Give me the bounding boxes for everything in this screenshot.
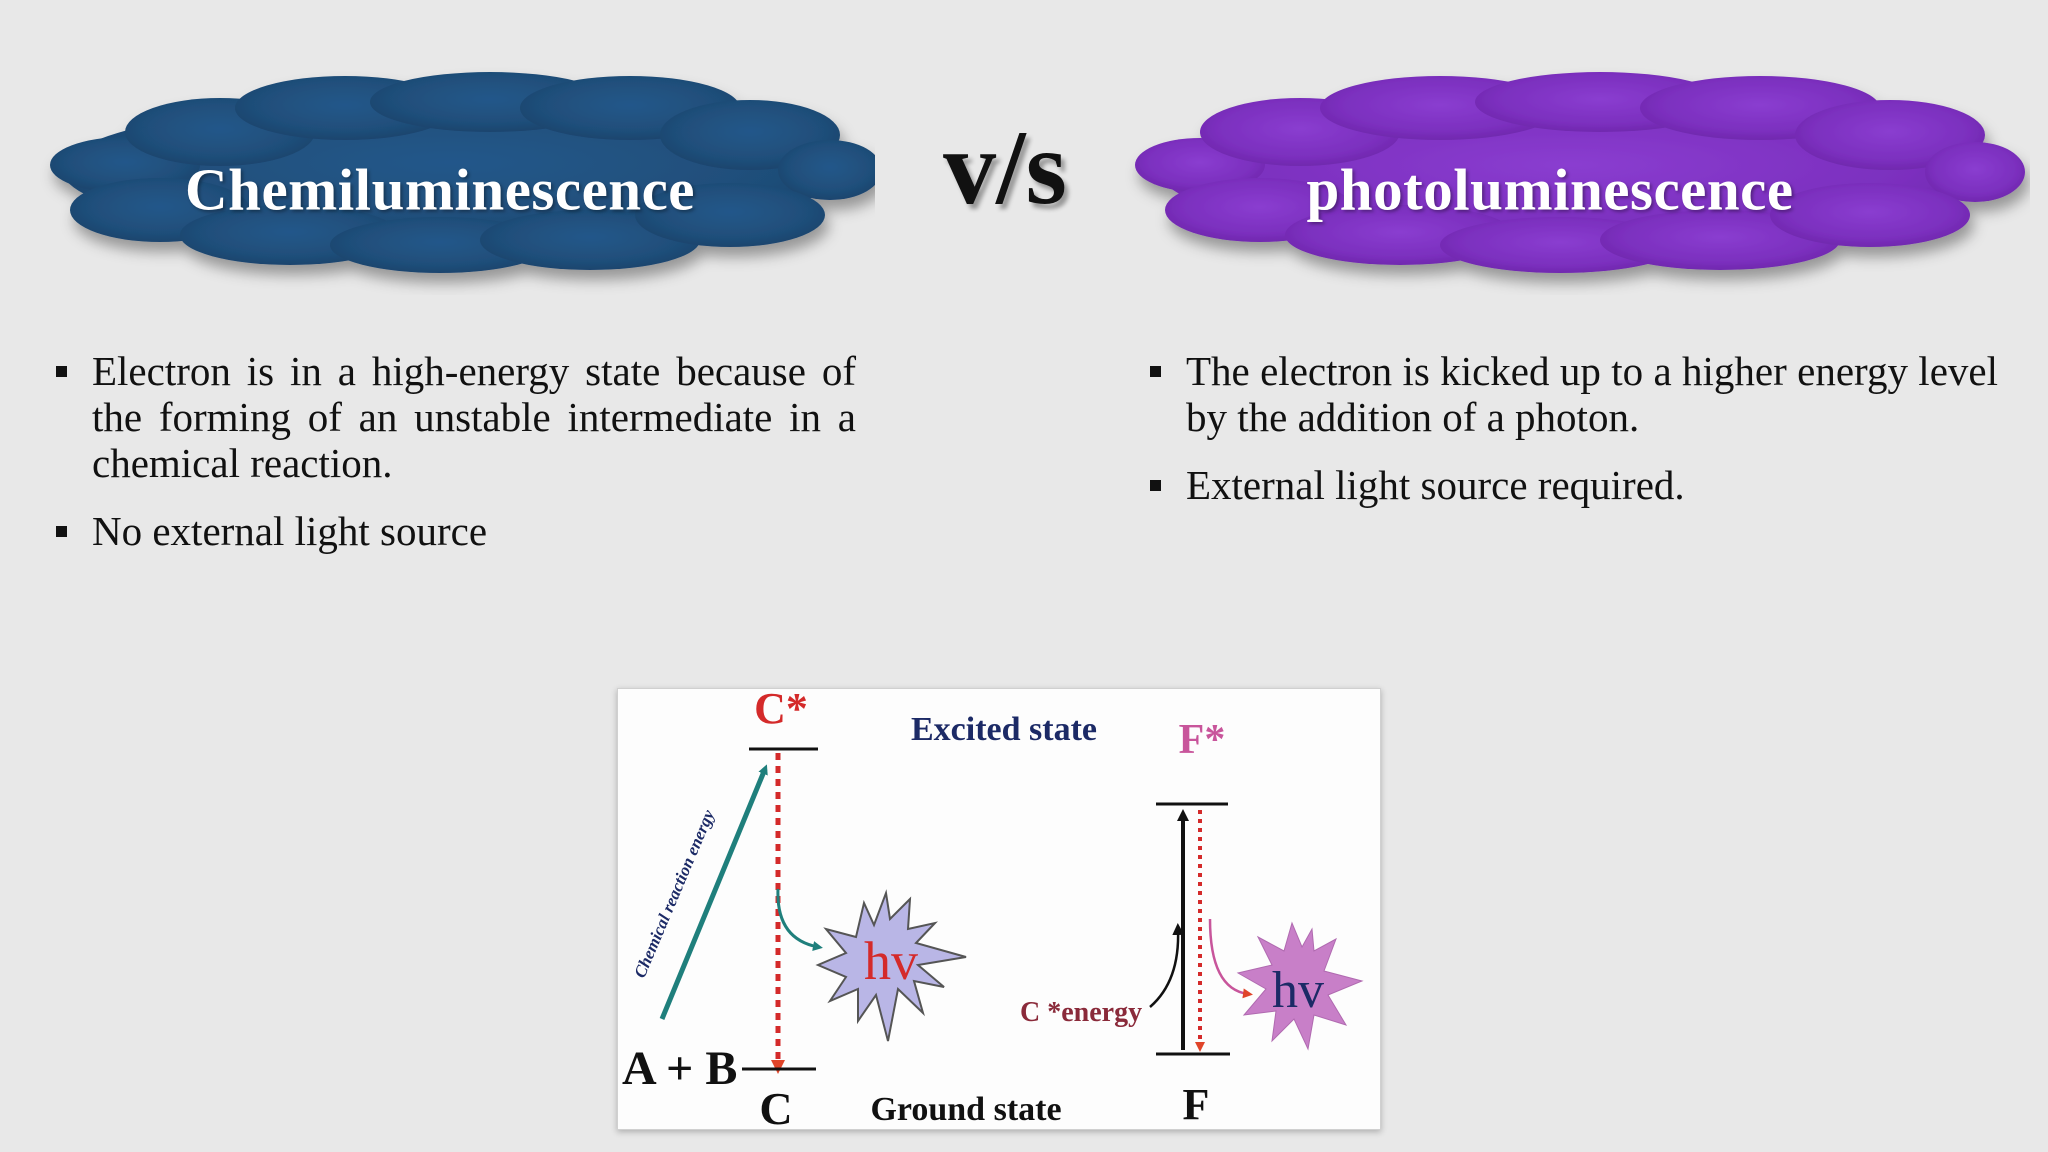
bullet-square-icon	[1150, 480, 1161, 491]
chemical-energy-arrow	[659, 764, 768, 1020]
list-item: Electron is in a high-energy state becau…	[56, 348, 856, 486]
burst-left-icon	[815, 889, 967, 1042]
diagram-canvas: C* Chemical reaction energy hv A + B C E…	[622, 684, 1364, 1134]
photoluminescence-title: photoluminescence	[1306, 156, 1794, 223]
photoluminescence-cloud: photoluminescence	[1120, 60, 2030, 295]
photoluminescence-points: The electron is kicked up to a higher en…	[1150, 348, 1998, 530]
point-text: External light source required.	[1186, 462, 1685, 508]
hv-left-label: hv	[864, 931, 918, 991]
ground-state-label: Ground state	[870, 1091, 1061, 1128]
chemiluminescence-cloud: Chemiluminescence	[30, 60, 875, 295]
f-star-label: F*	[1179, 717, 1226, 763]
excited-state-label: Excited state	[911, 711, 1097, 748]
burst-right-icon	[1236, 921, 1364, 1051]
left-cloud-shape	[50, 72, 875, 273]
chemiluminescence-title: Chemiluminescence	[185, 156, 695, 223]
point-text: The electron is kicked up to a higher en…	[1186, 348, 1998, 440]
c-star-energy-label: C *energy	[1020, 997, 1142, 1028]
right-cloud-shape	[1135, 72, 2025, 273]
point-text: Electron is in a high-energy state becau…	[92, 348, 856, 486]
bullet-square-icon	[56, 526, 67, 537]
bullet-square-icon	[56, 366, 67, 377]
emission-curve-arrow	[776, 888, 823, 951]
list-item: The electron is kicked up to a higher en…	[1150, 348, 1998, 440]
hv-right-label: hv	[1272, 962, 1324, 1019]
chemical-reaction-energy-label: Chemical reaction energy	[630, 807, 718, 981]
fluorescence-curve-arrow	[1208, 918, 1253, 999]
versus-label: v/s	[943, 109, 1067, 226]
point-text: No external light source	[92, 508, 488, 554]
c-star-energy-curve-arrow	[1149, 923, 1185, 1008]
a-plus-b-label: A + B	[622, 1042, 737, 1095]
c-star-label: C*	[754, 689, 808, 733]
chemiluminescence-points: Electron is in a high-energy state becau…	[56, 348, 856, 576]
f-label: F	[1183, 1080, 1210, 1129]
c-label: C	[759, 1083, 792, 1129]
energy-level-diagram: C* Chemical reaction energy hv A + B C E…	[617, 684, 1381, 1134]
list-item: External light source required.	[1150, 462, 1998, 508]
bullet-square-icon	[1150, 366, 1161, 377]
list-item: No external light source	[56, 508, 856, 554]
